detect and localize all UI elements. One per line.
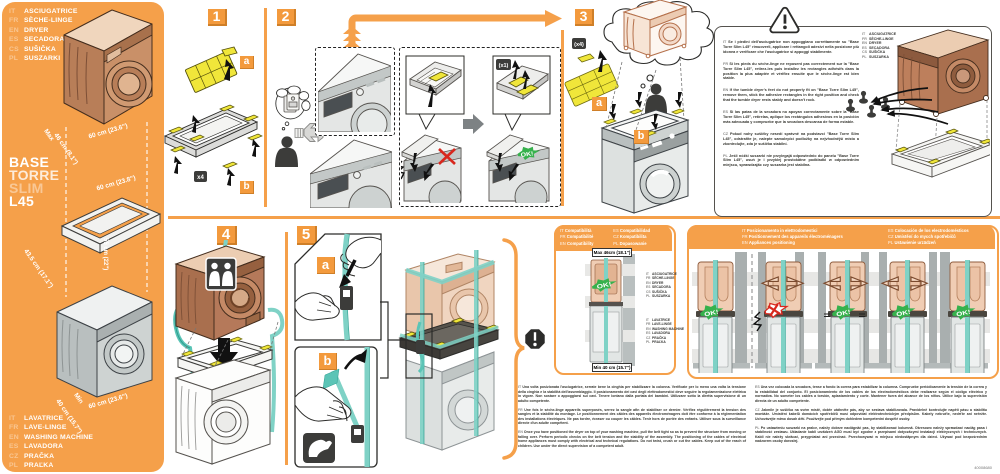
svg-text:OK!: OK! [596, 281, 612, 291]
svg-text:x4: x4 [197, 175, 204, 181]
svg-text:(x1): (x1) [499, 63, 509, 69]
svg-text:(x4): (x4) [574, 42, 584, 48]
svg-text:OK!: OK! [520, 151, 533, 159]
